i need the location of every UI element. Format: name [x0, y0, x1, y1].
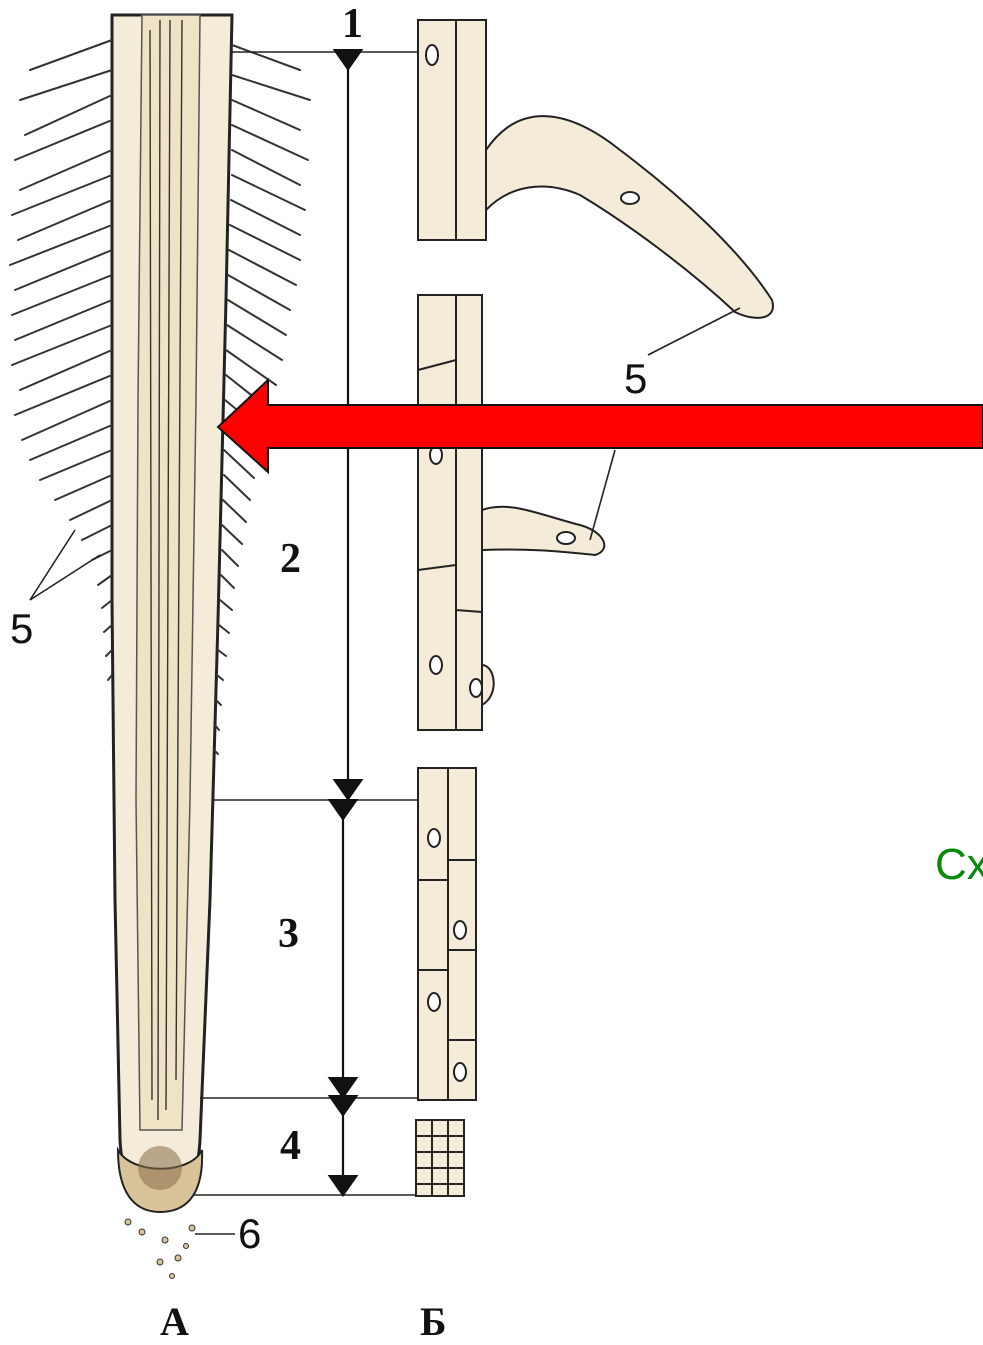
zone-dimension-arrows — [343, 60, 348, 1186]
apical-meristem — [138, 1146, 182, 1190]
meristem-cells — [416, 1120, 464, 1196]
panel-a-root — [10, 15, 310, 1279]
root-hair-label-b: 5 — [624, 355, 647, 403]
pointer-arrow — [218, 380, 983, 472]
cap-cells — [125, 1219, 195, 1279]
cut-off-caption: Сх — [935, 840, 983, 890]
panel-label-b: Б — [420, 1298, 446, 1345]
panel-label-a: А — [160, 1298, 189, 1345]
root-hairs-left — [10, 40, 112, 680]
root-hair-label-left: 5 — [10, 605, 33, 653]
zone-label-3: 3 — [278, 910, 299, 958]
hair-leaders-left — [30, 530, 100, 600]
root-cap-label: 6 — [238, 1210, 261, 1258]
root-hair-short — [482, 507, 604, 555]
panel-b-cells — [416, 20, 773, 1196]
root-hair-long — [486, 116, 773, 318]
zone-label-2: 2 — [280, 535, 301, 583]
zone-label-4: 4 — [280, 1122, 301, 1170]
zone-label-1: 1 — [342, 0, 363, 48]
